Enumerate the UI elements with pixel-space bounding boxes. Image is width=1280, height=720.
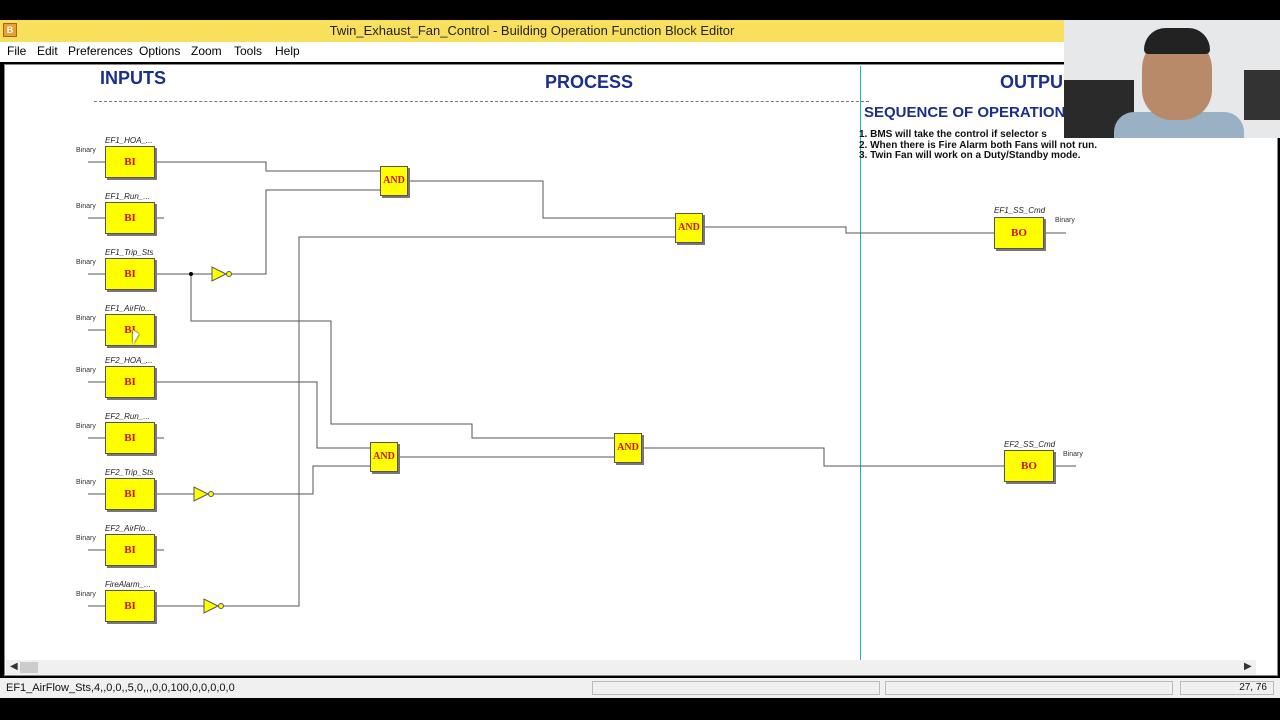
signal-label: Binary [76,147,96,154]
output-label-ef1: EF1_SS_Cmd [994,206,1046,215]
input-label-ef1-run: EF1_Run_... [105,192,150,201]
input-label-ef2-airflow: EF2_AirFlo... [105,524,152,533]
and-gate-2[interactable]: AND [675,213,703,243]
bi-block-fire-alarm[interactable]: BI [105,590,155,622]
bi-block-ef2-airflow[interactable]: BI [105,534,155,566]
signal-label: Binary [76,367,96,374]
and-gate-3[interactable]: AND [370,442,398,472]
scroll-right-icon[interactable]: ▶ [1244,661,1252,672]
signal-label: Binary [1063,451,1083,458]
menu-bar: File Edit Preferences Options Zoom Tools… [0,42,1280,62]
input-label-fire-alarm: FireAlarm_... [105,580,151,589]
sequence-line-3: 3. Twin Fan will work on a Duty/Standby … [859,150,1081,161]
wires-layer [88,161,1076,614]
input-label-ef1-trip: EF1_Trip_Sts [105,248,154,257]
bo-block-ef1[interactable]: BO [994,217,1044,249]
menu-tools[interactable]: Tools [234,44,263,58]
section-divider [860,66,861,660]
status-bar: EF1_AirFlow_Sts,4,,0,0,,5,0,,,0,0,100,0,… [0,678,1280,698]
signal-label: Binary [1055,217,1075,224]
menu-preferences[interactable]: Preferences [68,44,133,58]
bo-block-ef2[interactable]: BO [1004,450,1054,482]
status-panel [885,681,1173,695]
scroll-thumb[interactable] [20,662,38,673]
menu-zoom[interactable]: Zoom [191,44,222,58]
signal-label: Binary [76,315,96,322]
cursor-coordinates: 27, 76 [1180,681,1274,695]
process-header: PROCESS [545,72,634,92]
horizontal-scrollbar[interactable]: ◀ ▶ [6,660,1256,675]
function-block-canvas[interactable]: INPUTS PROCESS OUTPU SEQUENCE OF OPERATI… [6,66,1276,660]
sequence-title: SEQUENCE OF OPERATION [864,104,1066,121]
header-divider [94,101,869,102]
signal-label: Binary [76,259,96,266]
presenter-hair [1144,28,1210,54]
signal-label: Binary [76,479,96,486]
input-label-ef2-trip: EF2_Trip_Sts [105,468,154,477]
mouse-cursor-icon [133,330,139,344]
outputs-header: OUTPU [1000,72,1063,92]
webcam-overlay [1064,20,1280,138]
status-text: EF1_AirFlow_Sts,4,,0,0,,5,0,,,0,0,100,0,… [6,682,235,694]
signal-label: Binary [76,591,96,598]
sequence-line-2: 2. When there is Fire Alarm both Fans wi… [859,140,1097,151]
inputs-header: INPUTS [100,68,167,88]
bi-block-ef2-trip[interactable]: BI [105,478,155,510]
window-title: Twin_Exhaust_Fan_Control - Building Oper… [329,23,735,38]
input-label-ef1-airflow: EF1_AirFlo... [105,304,152,313]
menu-options[interactable]: Options [139,44,181,58]
input-label-ef1-hoa: EF1_HOA_... [105,136,153,145]
bi-block-ef1-trip[interactable]: BI [105,258,155,290]
bi-block-ef2-run[interactable]: BI [105,422,155,454]
and-gate-1[interactable]: AND [380,166,408,196]
sequence-line-1: 1. BMS will take the control if selector… [859,129,1047,140]
title-bar: B Twin_Exhaust_Fan_Control - Building Op… [0,20,1064,42]
input-label-ef2-run: EF2_Run_... [105,412,150,421]
webcam-monitor [1244,70,1280,120]
output-label-ef2: EF2_SS_Cmd [1004,440,1056,449]
bi-block-ef1-hoa[interactable]: BI [105,146,155,178]
signal-label: Binary [76,203,96,210]
bi-block-ef1-run[interactable]: BI [105,202,155,234]
menu-file[interactable]: File [7,44,27,58]
status-panel [592,681,880,695]
and-gate-4[interactable]: AND [614,433,642,463]
menu-help[interactable]: Help [275,44,300,58]
bi-block-ef2-hoa[interactable]: BI [105,366,155,398]
app-block-icon[interactable]: B [3,23,17,37]
signal-label: Binary [76,535,96,542]
input-label-ef2-hoa: EF2_HOA_... [105,356,153,365]
signal-label: Binary [76,423,96,430]
menu-edit[interactable]: Edit [37,44,58,58]
bi-block-ef1-airflow[interactable]: BI [105,314,155,346]
scroll-left-icon[interactable]: ◀ [10,661,18,672]
